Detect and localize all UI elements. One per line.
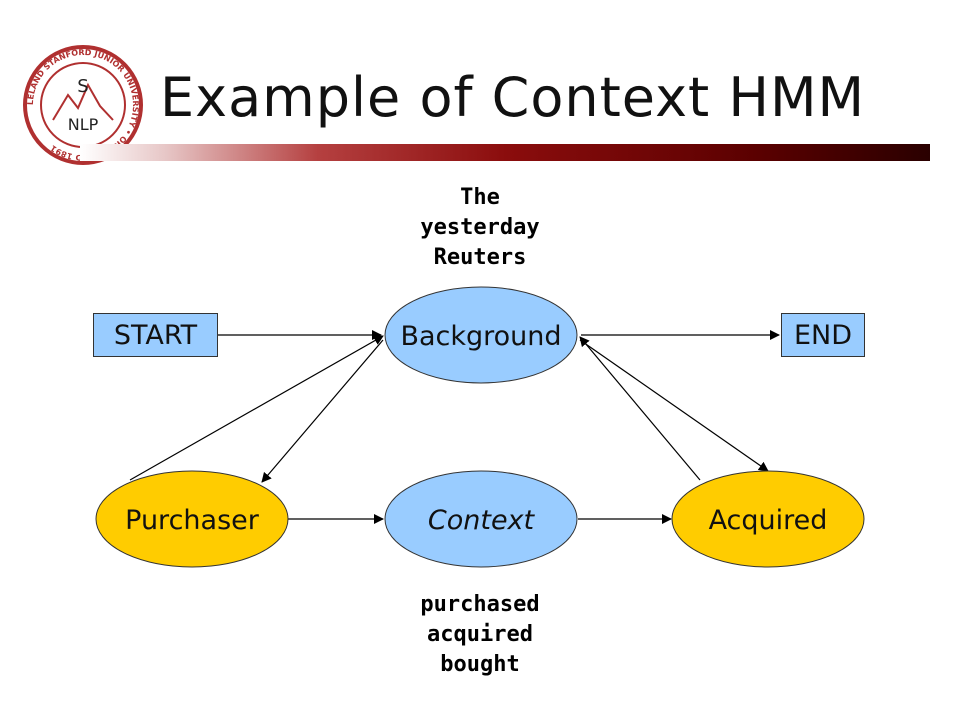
acquired-state-node bbox=[671, 470, 865, 568]
emission-word: Reuters bbox=[433, 245, 527, 270]
background-emission-words: The yesterday Reuters bbox=[380, 183, 580, 273]
logo-text-top: S bbox=[77, 76, 88, 97]
context-emission-words: purchased acquired bought bbox=[380, 590, 580, 680]
slide-title: Example of Context HMM bbox=[160, 66, 866, 129]
edge-purchaser-background bbox=[129, 335, 384, 481]
emission-word: bought bbox=[440, 652, 520, 677]
purchaser-state-node bbox=[95, 470, 289, 568]
start-state: START bbox=[93, 313, 218, 357]
stanford-nlp-logo: LELAND STANFORD JUNIOR UNIVERSITY • ORGA… bbox=[23, 45, 143, 165]
emission-word: acquired bbox=[427, 622, 533, 647]
end-state: END bbox=[781, 313, 865, 357]
title-underline-bar bbox=[80, 144, 930, 161]
background-state-label: Background bbox=[400, 321, 561, 352]
background-state-node bbox=[384, 286, 578, 384]
context-state-node bbox=[384, 470, 578, 568]
logo-text-bottom: NLP bbox=[68, 115, 99, 134]
acquired-state-label: Acquired bbox=[709, 505, 828, 536]
purchaser-state-label: Purchaser bbox=[125, 505, 260, 536]
emission-word: purchased bbox=[420, 592, 540, 617]
emission-word: The bbox=[460, 185, 500, 210]
edge-acquired-background bbox=[579, 336, 701, 481]
edge-background-acquired bbox=[579, 339, 769, 472]
emission-word: yesterday bbox=[420, 215, 540, 240]
edge-background-purchaser bbox=[261, 339, 384, 483]
context-state-label: Context bbox=[428, 505, 536, 536]
